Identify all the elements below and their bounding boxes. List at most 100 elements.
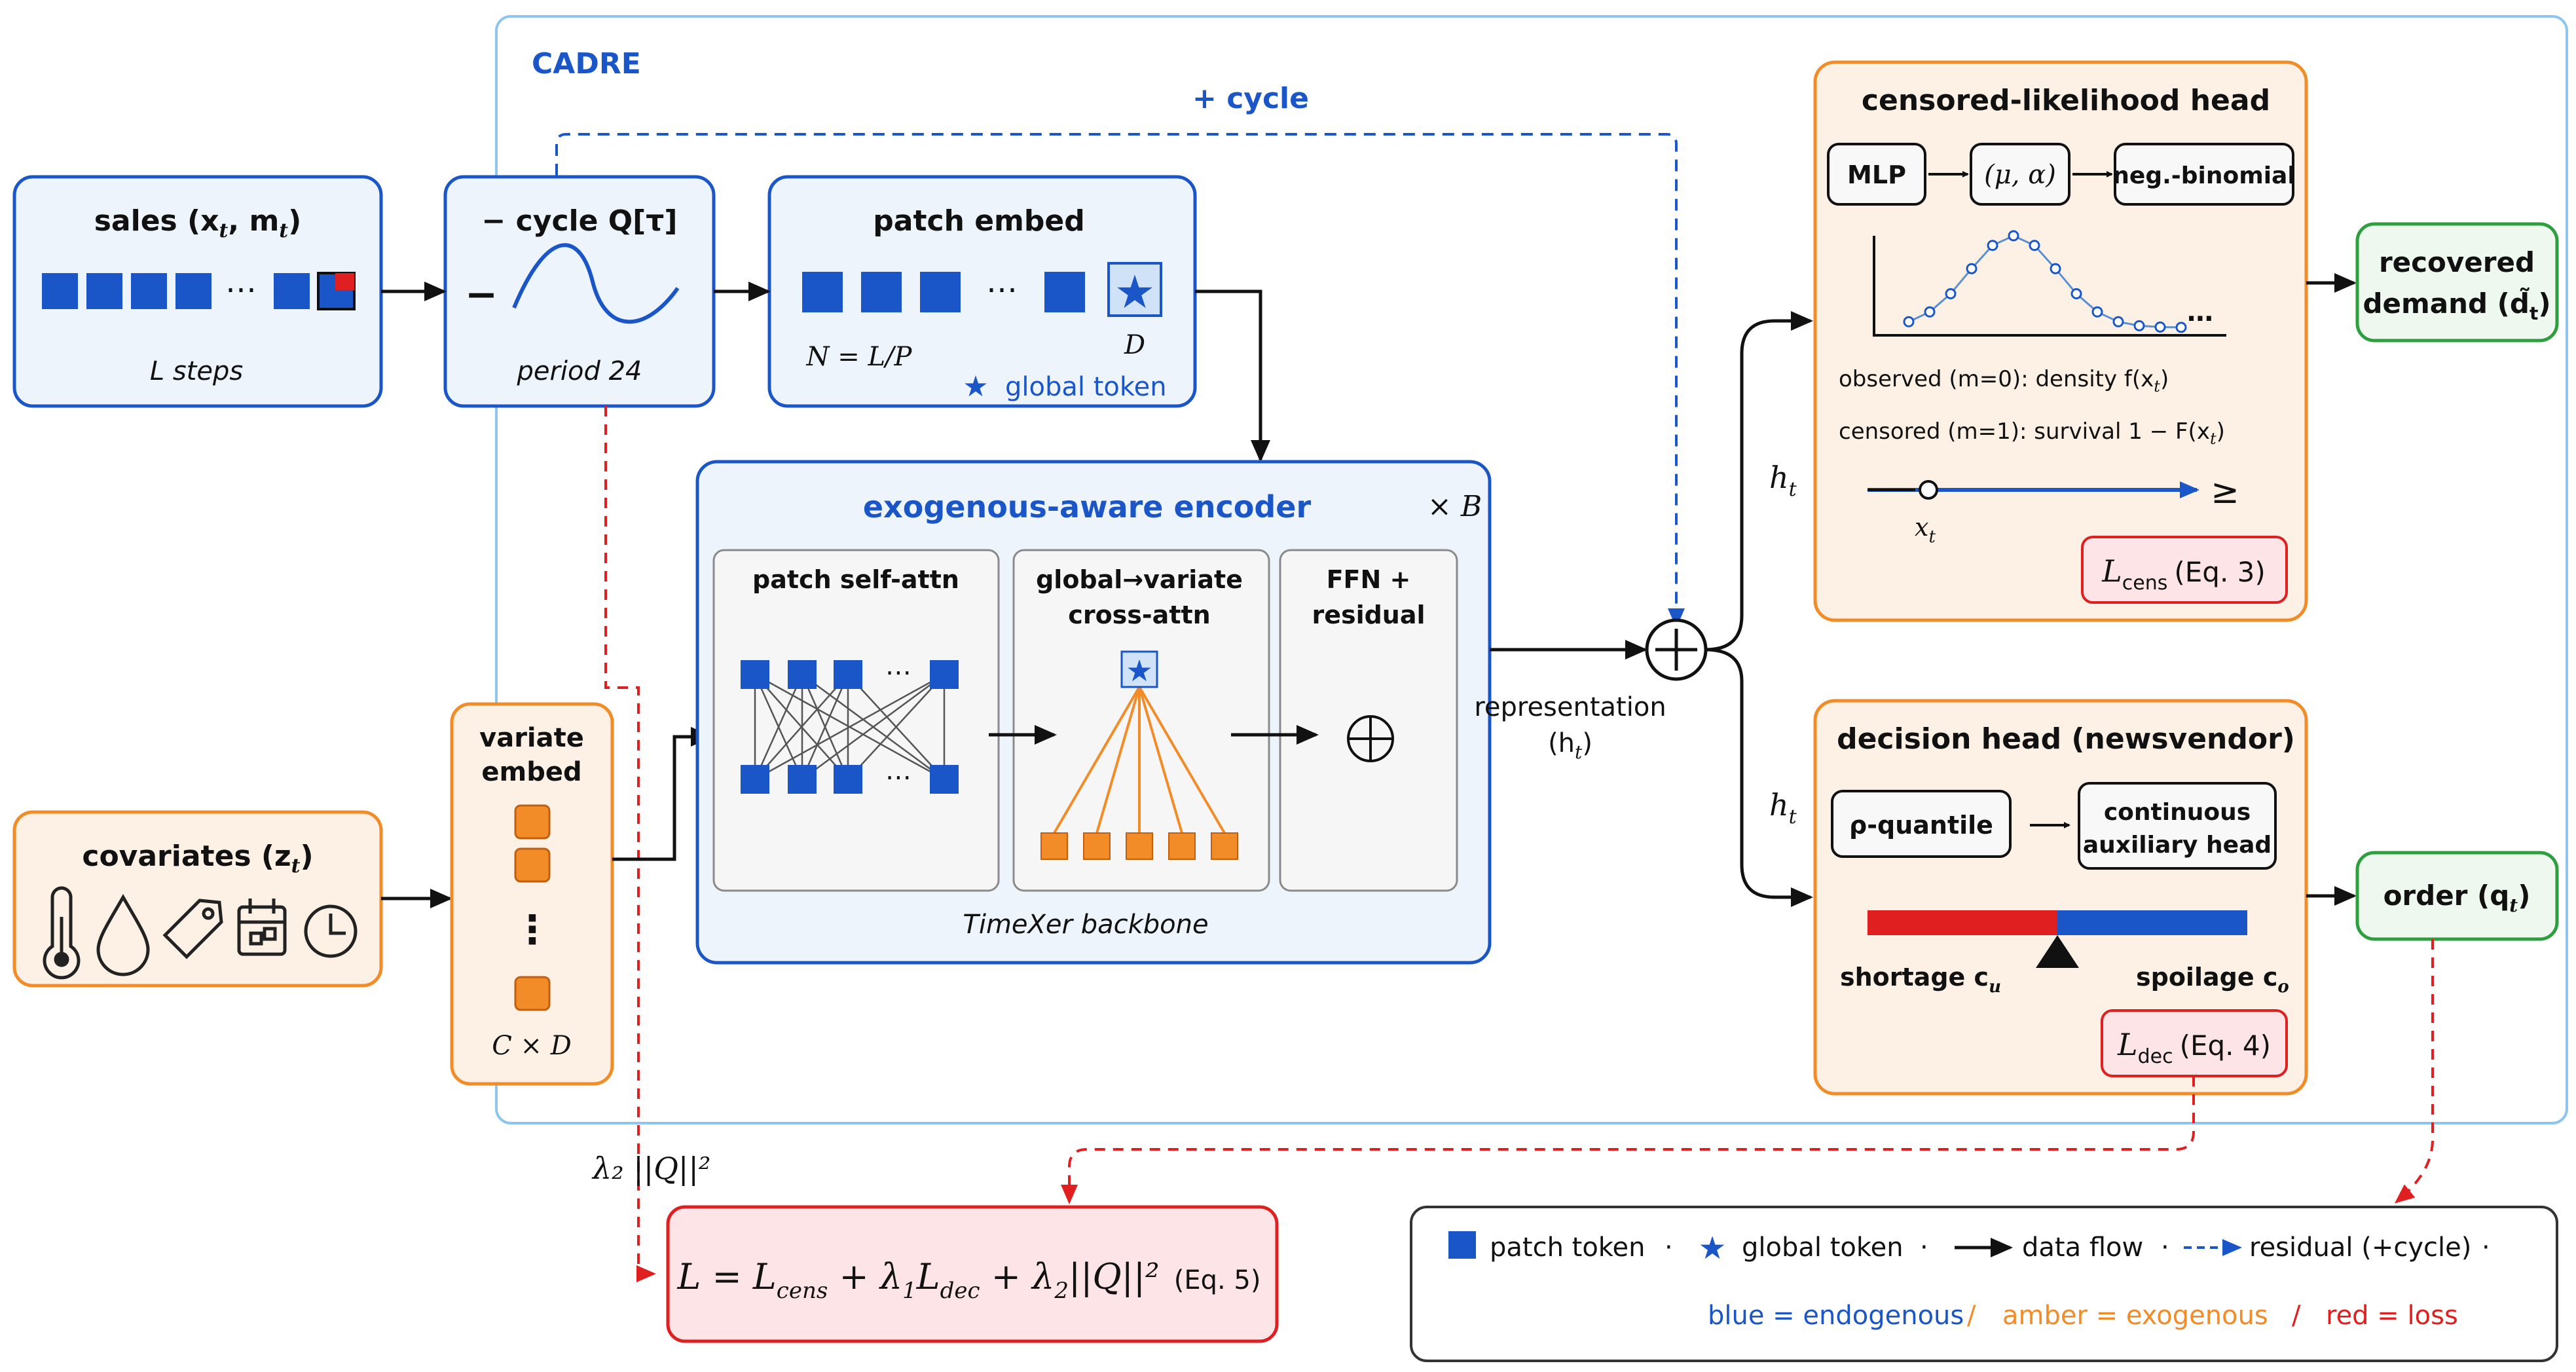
spoilage-label: spoilage co bbox=[2136, 963, 2289, 997]
distribution-axes bbox=[1873, 236, 2226, 337]
dist-point bbox=[1945, 288, 1957, 299]
variate-token-stack bbox=[514, 804, 551, 1011]
ffn-label-1: FFN + bbox=[1327, 565, 1411, 594]
patch-d-label: D bbox=[1124, 330, 1145, 360]
censored-label: censored (m=1): survival 1 − F(xt) bbox=[1839, 418, 2225, 448]
droplet-icon bbox=[96, 893, 150, 976]
patch-token-square bbox=[1044, 272, 1085, 312]
encoder-repeat: × B bbox=[1427, 490, 1482, 523]
cycle-minus: − bbox=[465, 272, 498, 318]
dist-point bbox=[2070, 288, 2082, 299]
decision-title: decision head (newsvendor) bbox=[1837, 722, 2295, 756]
total-loss-box: L = Lcens + λ1Ldec + λ2||Q||²(Eq. 5) bbox=[666, 1205, 1279, 1343]
cadre-frame bbox=[495, 15, 2568, 1124]
attn-node-top bbox=[834, 660, 862, 689]
cross-attn-panel bbox=[1012, 549, 1270, 892]
patch-global-label: global token bbox=[1005, 372, 1167, 402]
mlp-label: MLP bbox=[1847, 160, 1906, 189]
sales-title: sales (xt, mt) bbox=[94, 204, 302, 242]
dist-dots: ⋯ bbox=[2187, 304, 2213, 334]
attn-node-top bbox=[788, 660, 817, 689]
legend-patch-token: patch token bbox=[1490, 1233, 1646, 1263]
legend-slash-1: / bbox=[1967, 1301, 1976, 1331]
dist-point bbox=[1924, 306, 1936, 318]
cross-attn-label-1: global→variate bbox=[1036, 565, 1243, 594]
attn-node-top bbox=[930, 660, 959, 689]
price-tag-icon bbox=[162, 899, 223, 959]
recovered-line1: recovered bbox=[2379, 246, 2535, 278]
covariates-box: covariates (zt) bbox=[12, 810, 383, 988]
encoder-title: exogenous-aware encoder bbox=[863, 489, 1312, 525]
decision-head-box: decision head (newsvendor) ρ-quantile co… bbox=[1813, 699, 2308, 1096]
patch-token-square bbox=[42, 273, 78, 309]
global-token-square bbox=[1107, 262, 1162, 317]
patch-to-encoder-arrow bbox=[1195, 289, 1270, 462]
patch-n-label: N = L/P bbox=[806, 342, 913, 372]
variate-node bbox=[1083, 832, 1111, 860]
cycle-title: − cycle Q[τ] bbox=[482, 204, 678, 238]
variate-title-1: variate bbox=[479, 723, 584, 753]
patch-token-square bbox=[920, 272, 961, 312]
cycle-period: period 24 bbox=[516, 356, 642, 386]
recovered-line2: demand (d̃t) bbox=[2363, 287, 2550, 324]
attn-edge bbox=[801, 673, 945, 781]
patch-token-square bbox=[175, 273, 212, 309]
aux-label-1: continuous bbox=[2104, 799, 2251, 826]
variate-node bbox=[1040, 832, 1068, 860]
dist-point bbox=[2175, 322, 2187, 333]
attn-node-bottom bbox=[741, 765, 769, 794]
params-label: (μ, α) bbox=[1984, 160, 2056, 190]
ffn-label-2: residual bbox=[1312, 601, 1425, 629]
legend-sep-1: · bbox=[1665, 1233, 1673, 1263]
representation-label: representation bbox=[1474, 692, 1666, 722]
quantile-box bbox=[1831, 790, 2012, 858]
params-box bbox=[1970, 143, 2070, 206]
dist-point bbox=[2112, 316, 2124, 327]
attn-edge bbox=[754, 673, 945, 781]
legend-global-token: global token bbox=[1742, 1233, 1904, 1263]
dist-point bbox=[2091, 306, 2103, 318]
geq-symbol: ≥ bbox=[2211, 472, 2239, 511]
shortage-bar bbox=[1868, 910, 2057, 935]
variate-embed-box: variate embed ⋮ C × D bbox=[450, 702, 614, 1086]
patch-token-square bbox=[802, 272, 843, 312]
patch-token-square bbox=[274, 273, 310, 309]
dist-point bbox=[2050, 263, 2061, 274]
attn-node-top bbox=[741, 660, 769, 689]
sine-wave-icon bbox=[512, 243, 680, 324]
reg-label: λ₂ ||Q||² bbox=[591, 1151, 710, 1186]
cross-edge bbox=[1053, 686, 1141, 834]
legend-residual: residual (+cycle) bbox=[2249, 1233, 2471, 1263]
dist-point bbox=[1966, 263, 1978, 274]
h-label-bottom: ht bbox=[1769, 787, 1797, 828]
variate-node bbox=[1126, 832, 1153, 860]
patch-token-square bbox=[861, 272, 902, 312]
legend-star-icon: ★ bbox=[1698, 1230, 1726, 1267]
variate-node bbox=[1168, 832, 1196, 860]
negbin-label: neg.-binomial bbox=[2112, 162, 2295, 189]
dist-point bbox=[1987, 240, 1998, 251]
cycle-to-loss-arrow bbox=[604, 406, 656, 1282]
patch-embed-box: patch embed ⋯ ★ N = L/P D ★ global token bbox=[767, 175, 1197, 408]
censored-flag-mark bbox=[335, 273, 354, 290]
cadre-title: CADRE bbox=[532, 47, 641, 81]
dist-point bbox=[2029, 240, 2040, 251]
dist-point bbox=[2133, 320, 2145, 331]
covariates-title: covariates (zt) bbox=[82, 840, 313, 878]
mlp-box bbox=[1827, 143, 1926, 206]
clock-icon bbox=[304, 904, 358, 958]
variate-vdots: ⋮ bbox=[513, 907, 552, 953]
dist-point bbox=[1903, 316, 1915, 327]
legend-slash-2: / bbox=[2292, 1301, 2301, 1331]
variate-title-2: embed bbox=[481, 757, 581, 787]
sales-box: sales (xt, mt) ⋯ L steps bbox=[12, 175, 383, 408]
variate-node bbox=[1211, 832, 1238, 860]
cycle-box: − cycle Q[τ] − period 24 bbox=[443, 175, 716, 408]
lcens-loss-box bbox=[2081, 536, 2288, 604]
legend-sep-2: · bbox=[1920, 1233, 1928, 1263]
legend-patch-square bbox=[1448, 1231, 1476, 1259]
variate-to-encoder-arrow bbox=[612, 727, 713, 861]
cross-edge bbox=[1138, 686, 1183, 834]
patch-dots: ⋯ bbox=[986, 271, 1018, 308]
